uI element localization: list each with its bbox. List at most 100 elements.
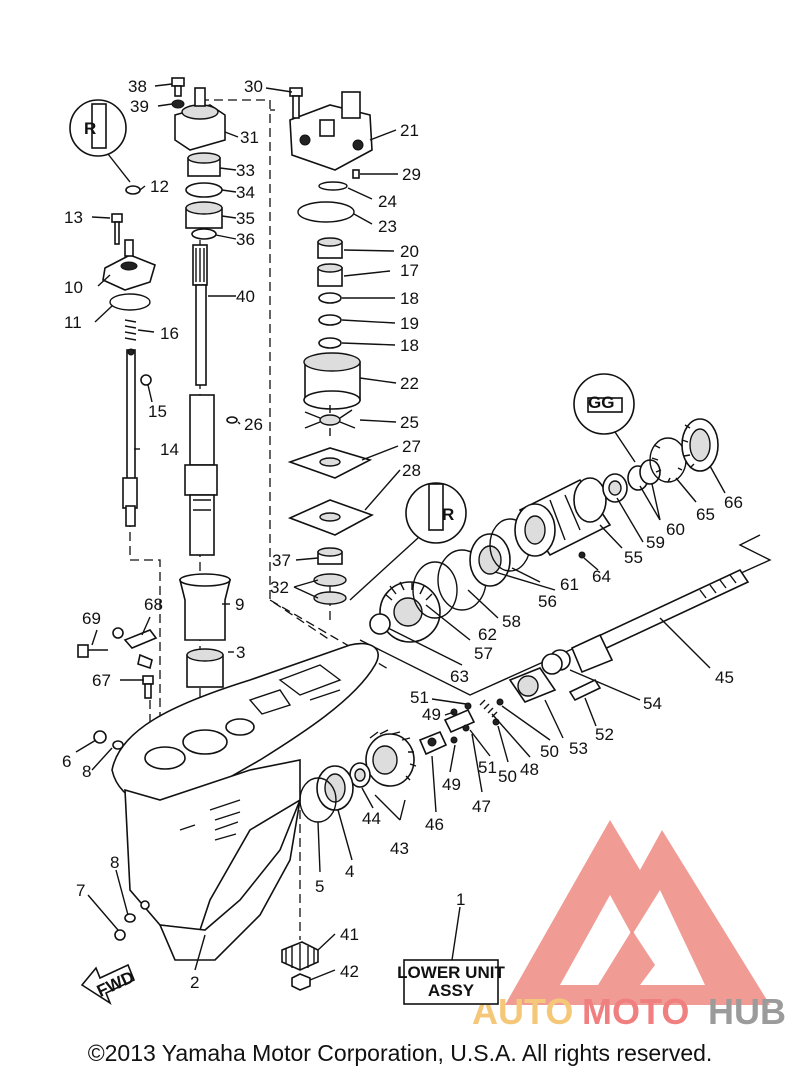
label-part-68: 68 [144, 595, 163, 614]
race-4 [316, 765, 354, 811]
pump-housing-21 [289, 91, 373, 171]
claw-washer-65 [649, 437, 687, 483]
copyright-notice: ©2013 Yamaha Motor Corporation, U.S.A. A… [87, 1040, 713, 1066]
label-part-64: 64 [592, 567, 611, 586]
label-part-62: 62 [478, 625, 497, 644]
svg-text:GG: GG [588, 393, 614, 412]
label-part-47: 47 [472, 797, 491, 816]
callout-bubble-gg: GG [573, 373, 636, 463]
label-part-66: 66 [724, 493, 743, 512]
label-part-49b: 49 [442, 775, 461, 794]
label-part-50a: 50 [540, 742, 559, 761]
spring-16 [124, 319, 137, 341]
spring-54 [541, 649, 571, 675]
washer-12 [125, 185, 141, 195]
label-part-30: 30 [244, 77, 263, 96]
bolt-13 [111, 213, 123, 245]
fwd-arrow-icon: FWD [80, 963, 137, 1006]
bearing-33 [187, 152, 221, 177]
label-part-16: 16 [160, 324, 179, 343]
shift-plunger-46 [418, 730, 448, 756]
washer-8b [124, 913, 136, 923]
label-part-61: 61 [560, 575, 579, 594]
label-part-26: 26 [244, 415, 263, 434]
ball-51b [462, 724, 470, 732]
label-part-31: 31 [240, 128, 259, 147]
label-part-25: 25 [400, 413, 419, 432]
pin-29 [352, 169, 360, 179]
label-part-18b: 18 [400, 336, 419, 355]
shim-62 [412, 561, 458, 619]
label-part-55: 55 [624, 548, 643, 567]
reverse-gear-57 [379, 581, 441, 643]
label-part-27: 27 [402, 437, 421, 456]
label-part-8b: 8 [110, 853, 119, 872]
label-part-52: 52 [595, 725, 614, 744]
seal-37 [317, 547, 343, 565]
cartridge-17 [317, 263, 343, 287]
label-part-4: 4 [345, 862, 354, 881]
washer-39 [171, 99, 185, 109]
shift-rod-housing [102, 239, 156, 291]
gasket-28 [287, 499, 374, 536]
label-part-41: 41 [340, 925, 359, 944]
label-part-13: 13 [64, 208, 83, 227]
label-part-49a: 49 [422, 705, 441, 724]
prop-shaft-housing-55 [514, 477, 612, 557]
label-part-69: 69 [82, 609, 101, 628]
label-part-29: 29 [402, 165, 421, 184]
label-part-56: 56 [538, 592, 557, 611]
label-part-32: 32 [270, 578, 289, 597]
label-part-17: 17 [400, 261, 419, 280]
svg-text:ASSY: ASSY [428, 981, 475, 1000]
watermark-logo: AUTO MOTO HUB [472, 820, 786, 1032]
pin-64 [578, 551, 586, 559]
label-part-54: 54 [643, 694, 662, 713]
slider-47 [443, 708, 476, 734]
label-part-38: 38 [128, 77, 147, 96]
o-ring-11 [109, 293, 151, 311]
sleeve-9 [178, 573, 232, 641]
washer-63 [369, 613, 391, 635]
impeller-25 [304, 405, 356, 436]
callout-bubble-r-mid: R [349, 482, 467, 601]
label-part-50b: 50 [498, 767, 517, 786]
plate-27 [287, 447, 373, 479]
o-ring-23 [297, 201, 355, 223]
label-part-11: 11 [64, 313, 82, 332]
label-part-51b: 51 [478, 758, 497, 777]
callout-bubble-r-top: R [69, 99, 131, 183]
bolt-69 [77, 627, 124, 658]
label-part-2: 2 [190, 973, 199, 992]
bolt-7 [114, 929, 126, 941]
label-part-60: 60 [666, 520, 685, 539]
shift-rod [122, 348, 138, 527]
clutch-53 [508, 667, 557, 703]
label-part-18a: 18 [400, 289, 419, 308]
label-part-43: 43 [390, 839, 409, 858]
washer-19 [318, 314, 342, 326]
label-part-3: 3 [236, 643, 245, 662]
watermark-hub: HUB [708, 991, 786, 1032]
bolt-6 [93, 730, 107, 744]
shift-lever-68 [123, 629, 158, 670]
bearing-44 [349, 762, 371, 788]
label-part-65: 65 [696, 505, 715, 524]
label-part-24: 24 [378, 192, 397, 211]
label-part-40: 40 [236, 287, 255, 306]
bearing-3 [186, 648, 224, 688]
spacer-36 [191, 228, 217, 240]
label-part-14: 14 [160, 440, 179, 459]
exploded-parts-diagram: AUTO MOTO HUB [62, 77, 786, 1032]
leader-lines [75, 83, 726, 981]
label-part-5: 5 [315, 877, 324, 896]
label-part-59: 59 [646, 533, 665, 552]
bolt-67 [142, 675, 154, 699]
washer-18b [318, 337, 342, 349]
pin-49b [450, 736, 458, 744]
pinion-41 [281, 941, 319, 971]
label-part-44: 44 [362, 809, 381, 828]
label-part-28: 28 [402, 461, 421, 480]
label-part-67: 67 [92, 671, 111, 690]
label-part-7: 7 [76, 881, 85, 900]
